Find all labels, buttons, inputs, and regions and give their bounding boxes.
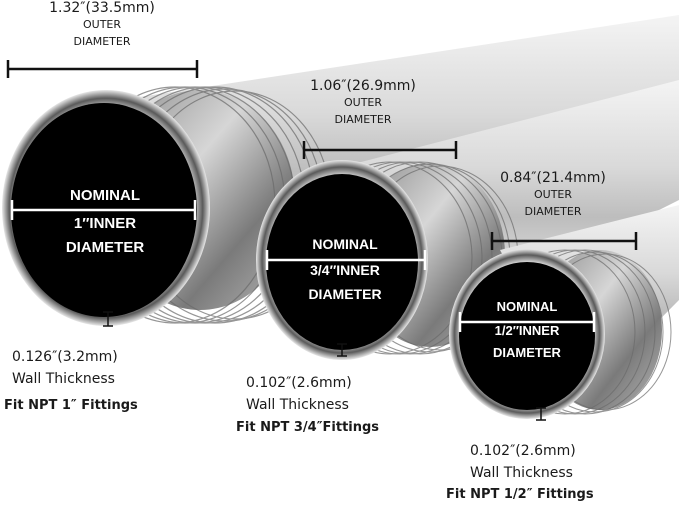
wall-thickness-value: 0.102″(2.6mm) (246, 375, 352, 391)
wall-label-1-2in: 0.102″(2.6mm) Wall Thickness (470, 440, 576, 484)
inner-dimension-lines (10, 200, 596, 332)
fitting-label-3-4in: Fit NPT 3/4″Fittings (236, 420, 380, 435)
wall-thickness-caption: Wall Thickness (12, 371, 115, 387)
outer-diameter-value: 1.32″(33.5mm) (49, 0, 155, 16)
pipe-1in (2, 15, 679, 326)
fitting-label-1in: Fit NPT 1″ Fittings (4, 398, 138, 413)
wall-thickness-value: 0.126″(3.2mm) (12, 349, 118, 365)
outer-caption: DIAMETER (334, 113, 392, 126)
pipe-1-2in (449, 205, 679, 419)
inner-nominal: NOMINAL (70, 187, 140, 204)
inner-nominal: NOMINAL (312, 236, 378, 252)
outer-label-1in: 1.32″(33.5mm) OUTER DIAMETER (12, 0, 192, 50)
wall-thickness-caption: Wall Thickness (470, 465, 573, 481)
wall-markers (103, 311, 546, 421)
outer-caption: OUTER (343, 96, 383, 109)
inner-size: 3/4″INNER (310, 262, 380, 278)
outer-diameter-value: 0.84″(21.4mm) (500, 170, 606, 186)
outer-diameter-value: 1.06″(26.9mm) (310, 78, 416, 94)
inner-label-3-4in: NOMINAL 3/4″INNER DIAMETER (270, 232, 420, 306)
outer-caption: OUTER (82, 18, 122, 31)
inner-caption: DIAMETER (493, 345, 561, 360)
fitting-label-1-2in: Fit NPT 1/2″ Fittings (446, 487, 594, 502)
wall-thickness-value: 0.102″(2.6mm) (470, 443, 576, 459)
outer-label-1-2in: 0.84″(21.4mm) OUTER DIAMETER (483, 170, 623, 220)
inner-nominal: NOMINAL (496, 299, 558, 314)
inner-size: 1/2″INNER (494, 323, 560, 338)
outer-caption: DIAMETER (73, 35, 131, 48)
inner-caption: DIAMETER (308, 286, 382, 302)
wall-label-3-4in: 0.102″(2.6mm) Wall Thickness (246, 372, 352, 416)
inner-size: 1″INNER (73, 215, 137, 232)
inner-label-1in: NOMINAL 1″INNER DIAMETER (30, 184, 180, 260)
outer-caption: OUTER (533, 188, 573, 201)
wall-label-1in: 0.126″(3.2mm) Wall Thickness (12, 346, 118, 390)
inner-caption: DIAMETER (65, 239, 145, 256)
wall-thickness-caption: Wall Thickness (246, 397, 349, 413)
outer-label-3-4in: 1.06″(26.9mm) OUTER DIAMETER (288, 78, 438, 128)
inner-label-1-2in: NOMINAL 1/2″INNER DIAMETER (462, 296, 592, 364)
outer-dimension-lines (6, 60, 638, 250)
outer-caption: DIAMETER (524, 205, 582, 218)
